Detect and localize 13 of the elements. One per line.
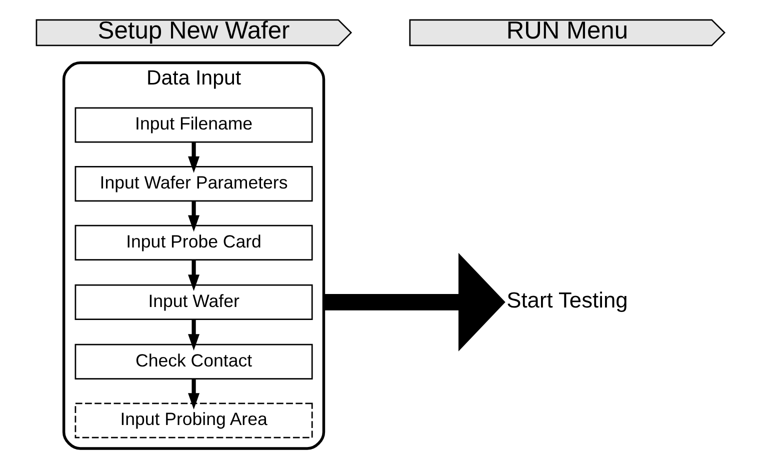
arrow [188,378,200,410]
node-box: Input Filename [74,107,312,143]
node-text: Start Testing [506,287,628,312]
node-box: Input Wafer Parameters [74,166,312,202]
arrow [188,320,200,351]
node-box: Input Wafer [74,284,312,320]
arrow [323,252,505,352]
node-box: Input Probing Area [74,402,312,438]
node-box: Input Probe Card [74,224,312,260]
arrow [188,142,200,173]
arrow [188,201,200,232]
arrow [188,260,200,292]
node-box: Check Contact [74,344,312,380]
